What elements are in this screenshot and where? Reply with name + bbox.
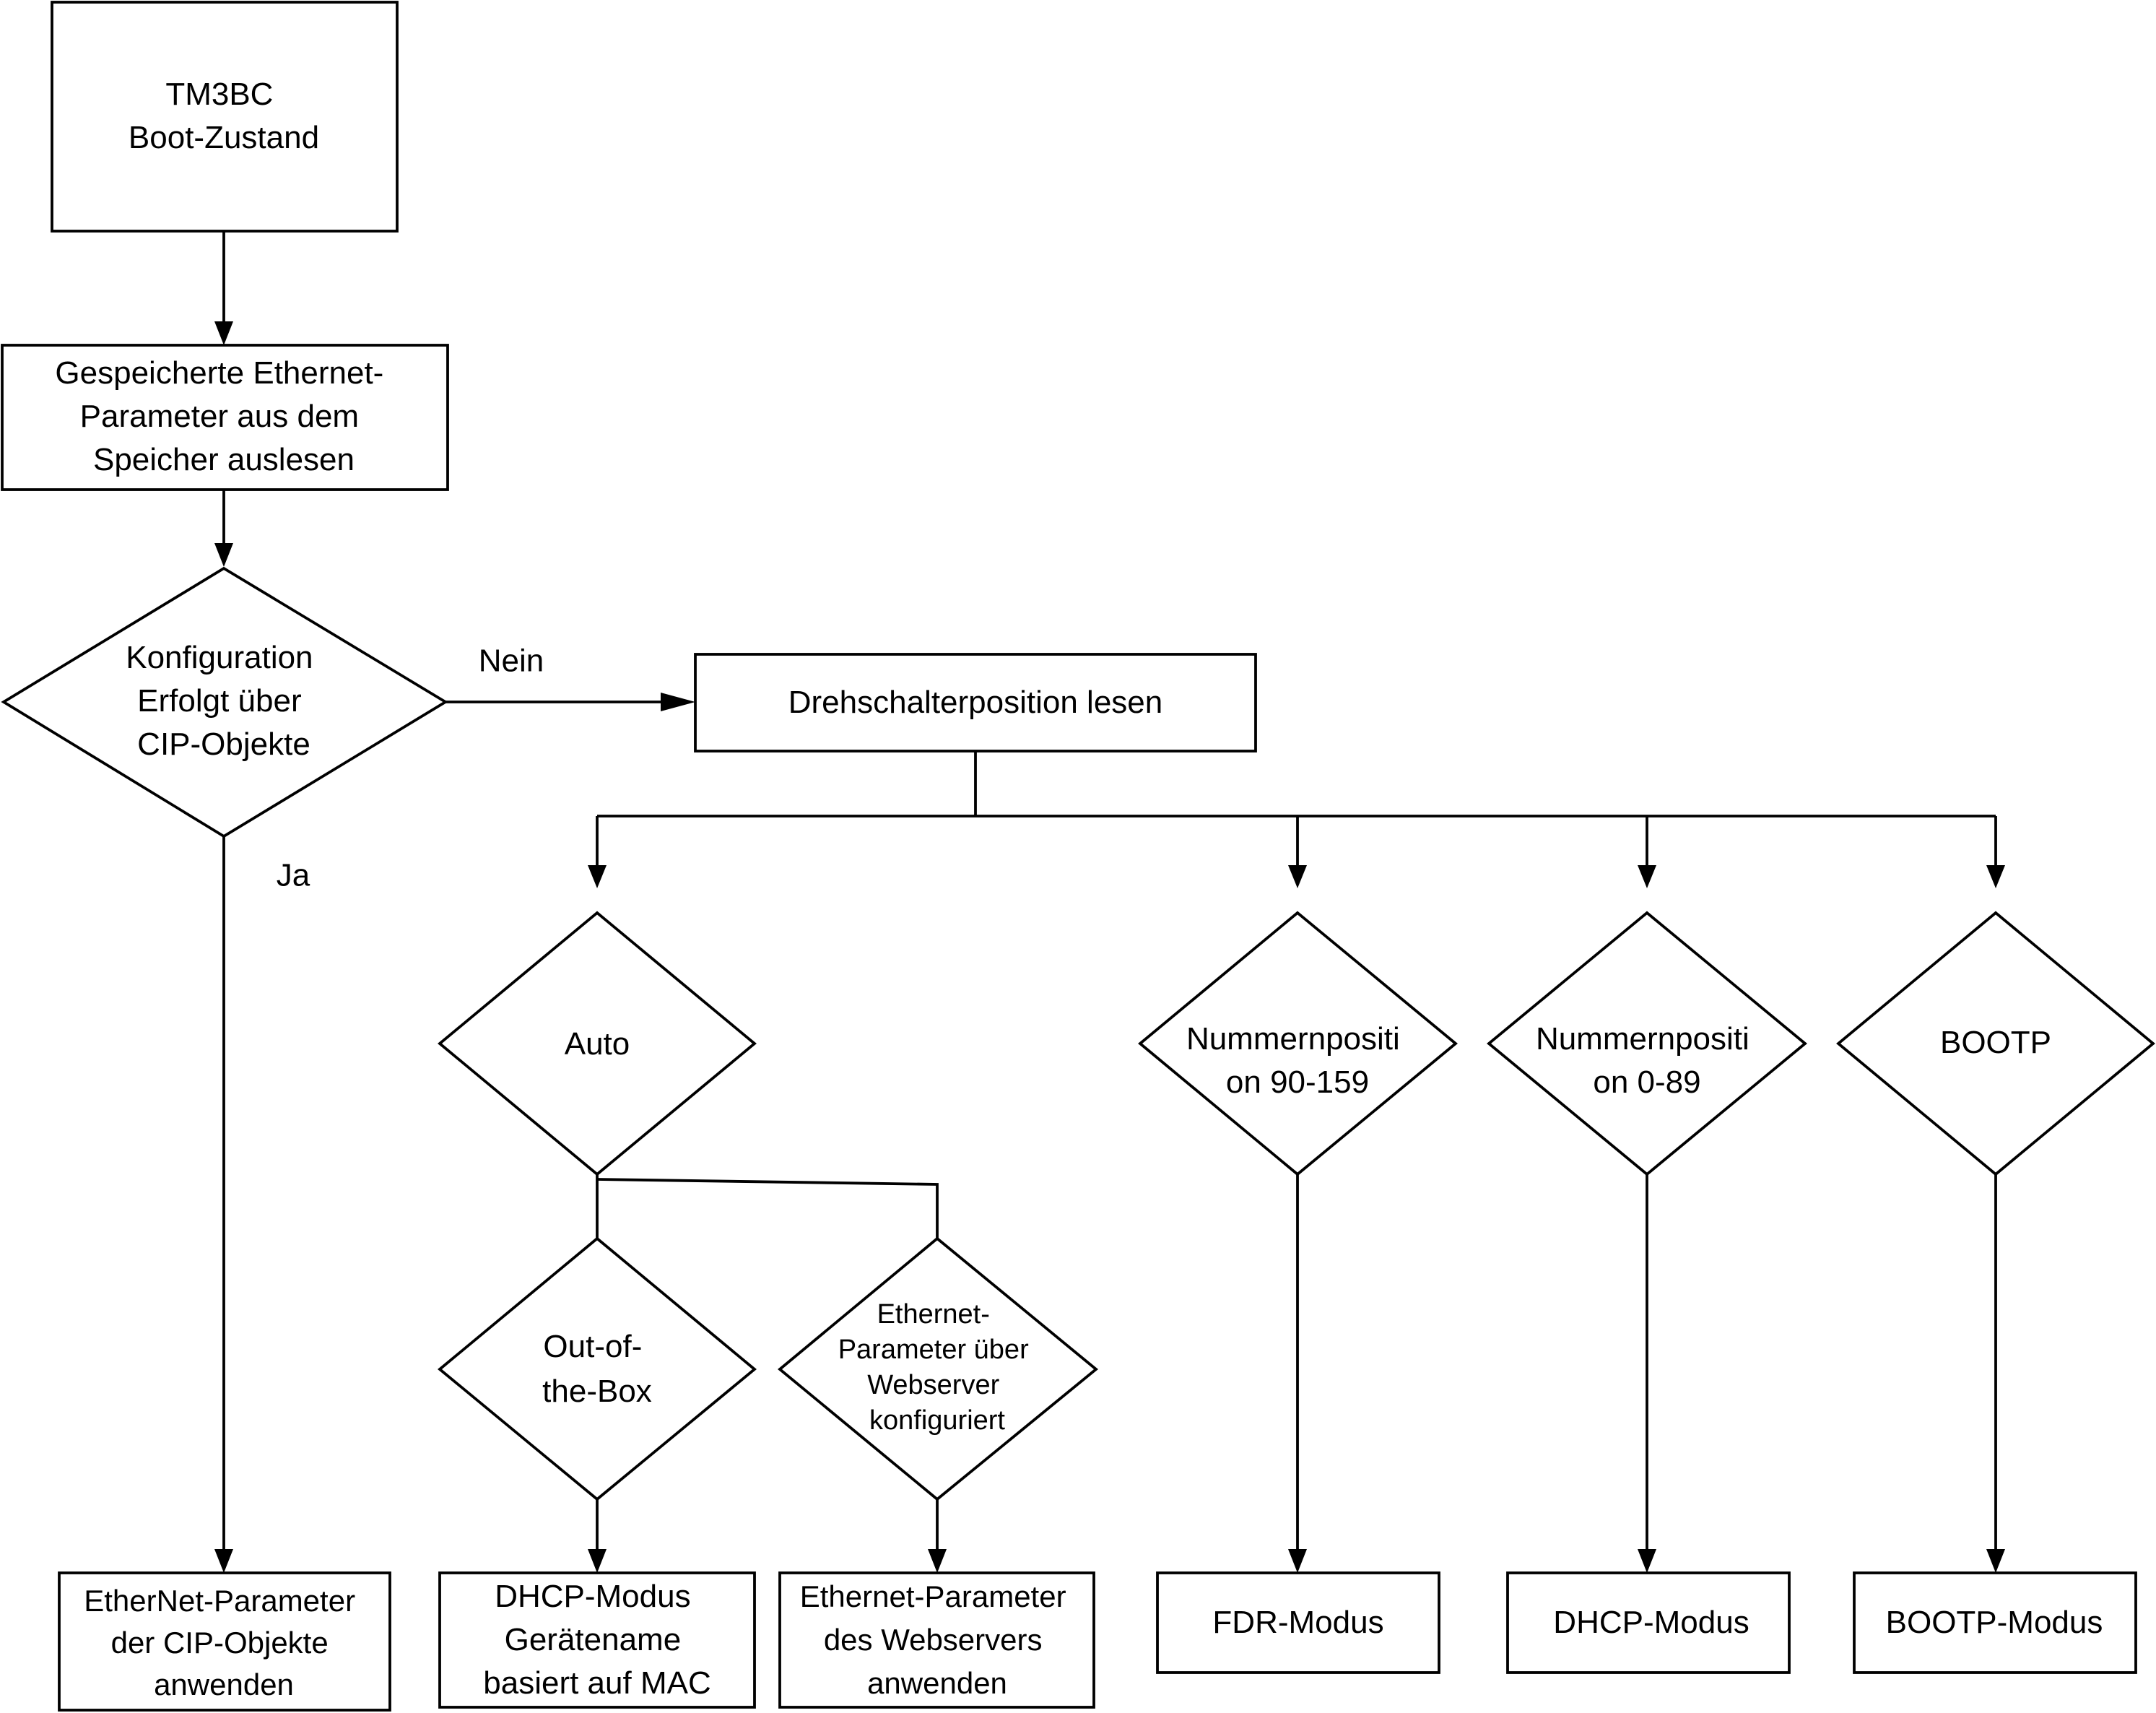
dhcp-mac-box bbox=[438, 1571, 756, 1709]
apply-webserver-box bbox=[778, 1571, 1095, 1709]
bootp-diamond bbox=[1836, 911, 2155, 1176]
boot-state-box bbox=[51, 1, 399, 233]
out-of-box-diamond bbox=[438, 1236, 757, 1501]
webserver-diamond bbox=[778, 1236, 1098, 1501]
arrowhead-icon bbox=[588, 865, 607, 888]
boot-state-label: TM3BC Boot-Zustand bbox=[129, 77, 319, 155]
bootp-mode-label: BOOTP-Modus bbox=[1886, 1605, 2103, 1640]
cip-decision-label: Konfiguration Erfolgt über CIP-Objekte bbox=[126, 640, 322, 762]
dhcp-mac-label: DHCP-Modus Gerätename basiert auf MAC bbox=[483, 1579, 710, 1701]
auto-diamond bbox=[438, 911, 757, 1176]
arrowhead-icon bbox=[928, 1549, 947, 1573]
arrowhead-icon bbox=[1638, 1549, 1656, 1573]
fdr-mode-label: FDR-Modus bbox=[1212, 1605, 1383, 1640]
arrowhead-icon bbox=[214, 1549, 233, 1573]
read-params-label: Gespeicherte Ethernet- Parameter aus dem… bbox=[55, 355, 392, 477]
bootp-mode-box bbox=[1853, 1571, 2137, 1674]
apply-cip-label: EtherNet-Parameter der CIP-Objekte anwen… bbox=[84, 1584, 363, 1701]
connectors bbox=[222, 231, 1997, 1553]
apply-webserver-label: Ethernet-Parameter des Webservers anwend… bbox=[800, 1579, 1075, 1700]
arrowhead-icon bbox=[1986, 1549, 2005, 1573]
read-switch-box bbox=[694, 653, 1257, 753]
node-labels: TM3BC Boot-Zustand Gespeicherte Ethernet… bbox=[55, 77, 2103, 1701]
edge-labels: Nein Ja bbox=[277, 643, 544, 893]
num-90-159-diamond bbox=[1138, 911, 1458, 1176]
arrowhead-icon bbox=[1288, 1549, 1307, 1573]
read-params-box bbox=[1, 344, 449, 491]
arrowhead-icon bbox=[1288, 865, 1307, 888]
dhcp-mode-box bbox=[1506, 1571, 1791, 1674]
arrowheads bbox=[214, 321, 2005, 1573]
arrowhead-icon bbox=[661, 693, 695, 711]
arrowhead-icon bbox=[214, 321, 233, 345]
arrowhead-icon bbox=[214, 543, 233, 567]
num-90-159-label: Nummernpositi on 90-159 bbox=[1186, 1021, 1409, 1100]
edge-label-yes: Ja bbox=[277, 858, 310, 893]
bootp-label: BOOTP bbox=[1940, 1025, 2051, 1060]
read-switch-label: Drehschalterposition lesen bbox=[788, 685, 1163, 720]
num-0-89-label: Nummernpositi on 0-89 bbox=[1536, 1021, 1758, 1100]
cip-decision-diamond bbox=[1, 566, 448, 838]
arrowhead-icon bbox=[1638, 865, 1656, 888]
fdr-mode-box bbox=[1156, 1571, 1440, 1674]
connector-auto-branch-right bbox=[596, 1178, 939, 1239]
arrowhead-icon bbox=[1986, 865, 2005, 888]
auto-label: Auto bbox=[565, 1026, 630, 1062]
apply-cip-box bbox=[58, 1571, 391, 1712]
out-of-box-label: Out-of- the-Box bbox=[542, 1329, 652, 1409]
arrowhead-icon bbox=[588, 1549, 607, 1573]
num-0-89-diamond bbox=[1487, 911, 1807, 1176]
dhcp-mode-label: DHCP-Modus bbox=[1553, 1605, 1749, 1640]
edge-label-no: Nein bbox=[479, 643, 544, 679]
webserver-configured-label: Ethernet- Parameter über Webserver konfi… bbox=[838, 1299, 1037, 1436]
